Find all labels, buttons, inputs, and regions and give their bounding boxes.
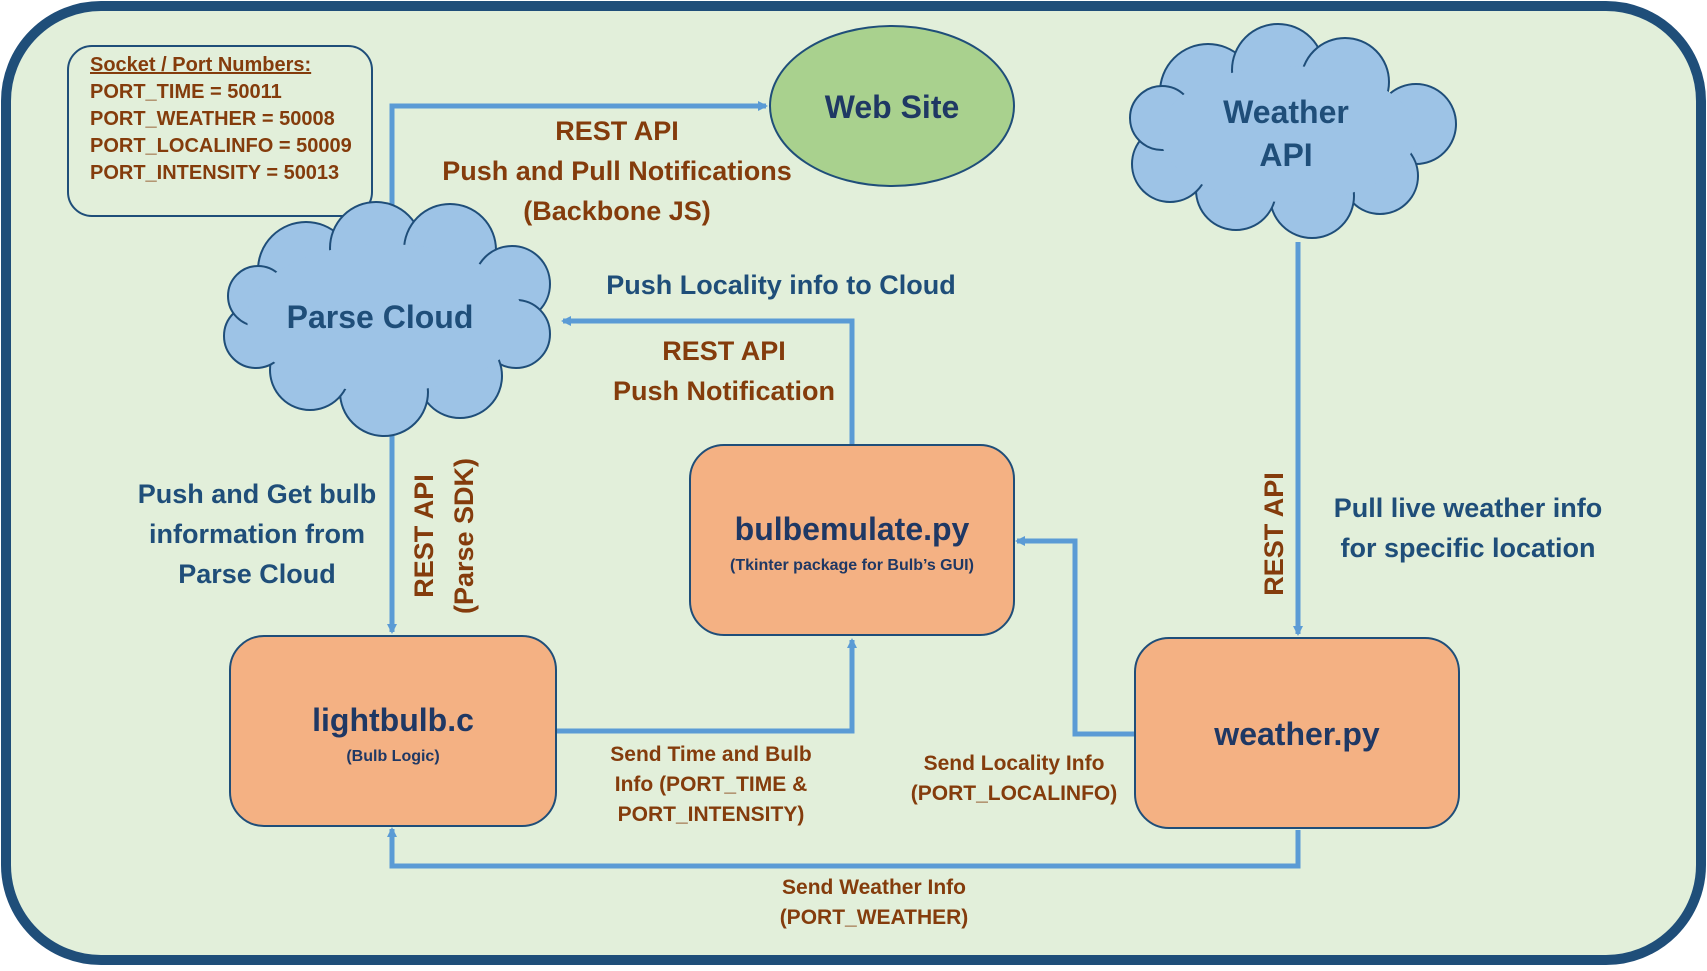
bulbemulate-link-label-1: REST API xyxy=(662,336,786,366)
port-line: PORT_TIME = 50011 xyxy=(90,81,282,103)
bulbemulate-subtitle: (Tkinter package for Bulb’s GUI) xyxy=(730,557,974,574)
bulbemulate-title: bulbemulate.py xyxy=(735,511,970,547)
locality-info-label-1: Send Locality Info xyxy=(924,752,1105,775)
parse-bulb-vertical-1: REST API xyxy=(409,474,439,598)
port-line: PORT_INTENSITY = 50013 xyxy=(90,162,339,184)
lightbulb-title: lightbulb.c xyxy=(312,702,474,738)
parse-cloud xyxy=(223,201,551,437)
weather-api-desc-2: for specific location xyxy=(1340,533,1595,563)
weather-info-label-1: Send Weather Info xyxy=(782,876,966,899)
time-bulb-label-2: Info (PORT_TIME & xyxy=(615,773,808,796)
connectors xyxy=(387,101,1303,869)
weather-api-label-line2: API xyxy=(1259,137,1312,173)
arrow-bulbemulate-to-parse xyxy=(561,316,855,444)
port-line: PORT_LOCALINFO = 50009 xyxy=(90,135,352,157)
parse-bulb-vertical-2: (Parse SDK) xyxy=(449,458,479,614)
port-numbers-box: Socket / Port Numbers: PORT_TIME = 50011… xyxy=(67,45,373,217)
weather-api-cloud xyxy=(1129,23,1457,239)
lightbulb-subtitle: (Bulb Logic) xyxy=(346,748,439,765)
website-label: Web Site xyxy=(825,89,960,125)
port-numbers-heading: Socket / Port Numbers: xyxy=(90,54,311,76)
parse-bulb-desc-2: information from xyxy=(149,519,365,549)
weatherpy-title: weather.py xyxy=(1213,716,1380,752)
arrow-lightbulb-to-bulbemulate xyxy=(556,638,857,734)
arrow-weatherpy-to-lightbulb xyxy=(387,827,1301,869)
website-node: Web Site xyxy=(769,25,1015,187)
locality-info-label-2: (PORT_LOCALINFO) xyxy=(911,782,1117,805)
bulbemulate-box: bulbemulate.py (Tkinter package for Bulb… xyxy=(689,444,1015,636)
bulbemulate-link-label-2: Push Notification xyxy=(613,376,835,406)
weather-api-desc-1: Pull live weather info xyxy=(1334,493,1603,523)
parse-bulb-desc-1: Push and Get bulb xyxy=(138,479,377,509)
weather-api-label-line1: Weather xyxy=(1223,94,1349,130)
time-bulb-label-1: Send Time and Bulb xyxy=(610,743,811,766)
parse-bulb-desc-3: Parse Cloud xyxy=(178,559,336,589)
arrow-weatherpy-to-bulbemulate xyxy=(1015,536,1135,737)
locality-cloud-label: Push Locality info to Cloud xyxy=(606,270,955,300)
website-link-label-1: REST API xyxy=(555,116,679,146)
time-bulb-label-3: PORT_INTENSITY) xyxy=(618,803,805,826)
weather-info-label-2: (PORT_WEATHER) xyxy=(780,906,969,929)
parse-cloud-label: Parse Cloud xyxy=(287,299,474,335)
port-line: PORT_WEATHER = 50008 xyxy=(90,108,335,130)
lightbulb-box: lightbulb.c (Bulb Logic) xyxy=(229,635,557,827)
weatherpy-box: weather.py xyxy=(1134,637,1460,829)
weather-api-vertical-label: REST API xyxy=(1259,472,1289,596)
website-link-label-2: Push and Pull Notifications xyxy=(442,156,792,186)
website-link-label-3: (Backbone JS) xyxy=(523,196,711,226)
